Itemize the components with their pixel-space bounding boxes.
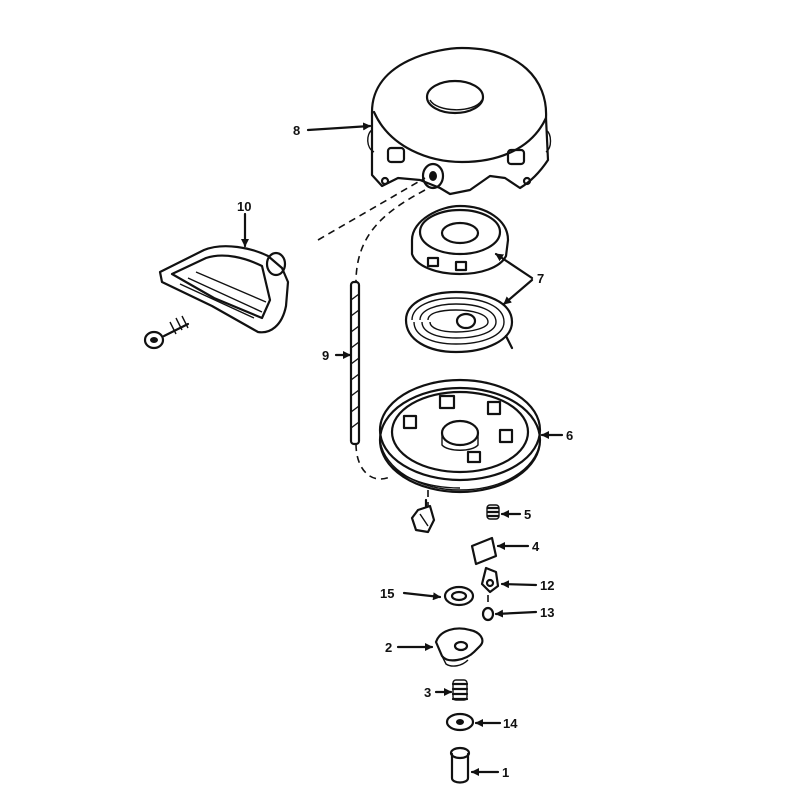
part-10-handle [143,245,290,350]
callout-leaders [241,122,564,776]
leader-8 [306,122,372,132]
part-15-washer [443,585,475,607]
part-4-plate [470,536,498,566]
leader-12 [500,580,538,589]
callout-5: 5 [524,507,531,522]
callout-4: 4 [532,539,540,554]
rope-path-dashed-line [355,189,426,283]
part-14-washer [445,712,475,732]
callout-13: 13 [540,605,554,620]
callout-15: 15 [380,586,394,601]
callout-8: 8 [293,123,300,138]
callout-12: 12 [540,578,554,593]
callout-labels: 8 10 7 9 6 5 4 12 15 13 2 3 14 1 [237,123,573,780]
part-1-pin [449,746,471,784]
callout-2: 2 [385,640,392,655]
part-8-housing [367,46,552,196]
callout-7: 7 [537,271,544,286]
pawl-part [410,504,436,534]
callout-1: 1 [502,765,509,780]
rope-routing-dashed-line [317,177,426,241]
callout-3: 3 [424,685,431,700]
part-13-screw [481,606,495,622]
callout-10: 10 [237,199,251,214]
rope-path-dashed-line-2 [355,443,393,480]
callout-6: 6 [566,428,573,443]
part-9-rope [349,280,361,446]
part-5-small-spring [486,504,500,520]
part-3-spring [451,679,469,701]
callout-14: 14 [503,716,518,731]
part-12-link [480,566,500,594]
leader-15 [402,591,442,601]
leader-7b [502,278,534,306]
leader-13 [494,609,538,618]
callout-9: 9 [322,348,329,363]
part-7-spring-and-cup [404,204,514,354]
part-6-pulley [378,378,542,494]
part-2-retainer [434,627,484,667]
leader-7a [494,252,534,280]
